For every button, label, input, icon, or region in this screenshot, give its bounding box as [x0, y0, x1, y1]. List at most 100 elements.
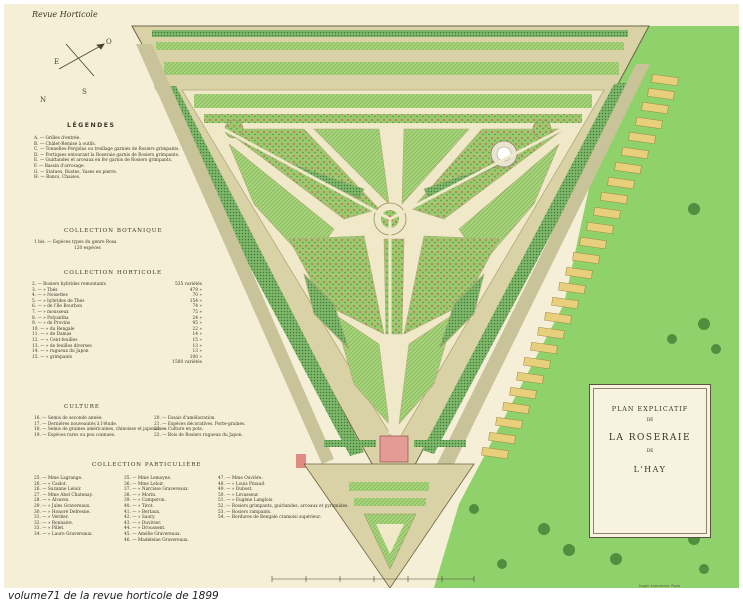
collection-particuliere-item: 49. — » Dubost.: [218, 487, 253, 493]
horticole-row-label: 13. — » de feuilles diverses: [32, 343, 92, 349]
culture-item: 23. — Bois de Rosiers rugueux du Japon.: [154, 432, 243, 438]
collection-particuliere-item: 44. — » Droussent.: [124, 526, 166, 532]
horticole-row-count: 22 »: [192, 326, 202, 332]
compass-rose: [58, 43, 105, 77]
collection-particuliere-item: 33. — » Pillet.: [34, 526, 65, 532]
cartouche-line-4: DE: [646, 449, 654, 454]
horticole-row: 12. — » Cent-feuilles 15 »: [32, 338, 202, 344]
right-outer-strip: [436, 64, 650, 474]
horticole-row-count: 15 »: [192, 337, 202, 343]
collection-particuliere-item: 53. — Rosiers rampants.: [218, 509, 272, 515]
pink-plot: [296, 454, 306, 468]
legend-item: A. — Grilles d'entrée.: [34, 136, 81, 141]
horticole-row-count: 95 »: [192, 321, 202, 327]
culture-item: 18. — Semis de graines américaines, chin…: [34, 427, 168, 433]
horticole-row-label: 12. — » Cent-feuilles: [32, 337, 78, 343]
horticole-row-count: 24 »: [192, 315, 202, 321]
horticole-row-count: 479 »: [189, 287, 202, 293]
culture-title: CULTURE: [64, 404, 100, 410]
collection-particuliere-item: 27. — Mme Abel Chatenay.: [34, 492, 93, 498]
horticole-row-label: 8. — » Polyantha: [32, 315, 69, 321]
legend-item: F. — Bassin d'arrosage.: [34, 163, 85, 169]
collection-particuliere-item: 50. — » Levasseur.: [218, 492, 259, 498]
legend-item: C. — Tonnelles-Pergolas ou treillage gar…: [34, 147, 180, 153]
collection-particuliere-item: 28. — » Alvarez.: [34, 498, 70, 504]
collection-particuliere-item: 42. — » Saury.: [124, 515, 156, 521]
scale-bar: [271, 576, 475, 582]
collection-particuliere-col1: 25. — Mme Lagrange.26. — » Caslot.26. — …: [34, 476, 93, 538]
culture-item: 16. — Semis de seconde année.: [34, 416, 103, 421]
top-bed-strip-2: [156, 42, 624, 50]
horticole-row-label: 14. — » rugueux du Japon: [32, 349, 89, 355]
collection-particuliere-item: 32. — » Bonnaire.: [34, 520, 74, 526]
horticole-row: 10. — » du Bengale 22 »: [32, 327, 202, 333]
collection-horticole-title: COLLECTION HORTICOLE: [64, 270, 163, 276]
collection-botanique-line: 120 espèces: [74, 245, 101, 251]
collection-particuliere-item: 45. — Amélie Gravereaux.: [124, 531, 181, 537]
horticole-row-count: 100 »: [189, 354, 202, 360]
title-cartouche: PLAN EXPLICATIF DE LA ROSERAIE DE L'HAY: [589, 384, 711, 538]
compass-label-o: O: [106, 38, 112, 46]
lower-bed-2: [354, 498, 426, 506]
cartouche-line-1: PLAN EXPLICATIF: [611, 405, 689, 413]
collection-particuliere-item: 26. — Suzanne Leloir.: [34, 487, 82, 493]
horticole-row-label: 6. — » de l'Ile Bourbon: [32, 304, 82, 310]
collection-botanique-title: COLLECTION BOTANIQUE: [64, 228, 163, 234]
cartouche-line-2: DE: [646, 418, 654, 423]
entrance-hedge-left: [324, 440, 376, 447]
horticole-row: 3. — » Thés 479 »: [32, 288, 202, 294]
culture-item: 19. — Espèces rares ou peu connues.: [34, 432, 116, 438]
horticole-row-label: 7. — » mousseux: [32, 309, 69, 315]
horticole-row-count: 74 »: [192, 304, 202, 310]
printer-credit: Impie Lemercier. Paris: [639, 584, 681, 588]
culture-item: 17. — Dernières nouveautés à l'étude.: [34, 421, 118, 427]
horticole-row-label: 3. — » Thés: [32, 287, 58, 293]
collection-particuliere-item: 51. — » Eugène Langlois.: [218, 498, 274, 504]
culture-item: 22. — Culture en pots.: [154, 427, 204, 433]
image-caption: volume71 de la revue horticole de 1899: [8, 590, 219, 602]
collection-botanique-body: 1 bis. — Espèces types du genre Rosa 120…: [34, 240, 117, 251]
horticole-row-label: 10. — » du Bengale: [32, 326, 75, 332]
top-bed-strip-3: [164, 62, 619, 75]
journal-title: Revue Horticole: [32, 10, 98, 19]
collection-particuliere-item: 38. — » Morin.: [124, 492, 157, 498]
collection-particuliere-item: 25. — Mme Lagrange.: [34, 476, 83, 481]
culture-right-list: 20. — Essais d'amélioration. 21. — Espèc…: [154, 416, 246, 438]
horticole-row-count: 154 »: [189, 298, 202, 304]
horticole-row-label: 5. — » hybrides de Thés: [32, 298, 85, 304]
horticole-row-count: 14 »: [192, 332, 202, 338]
culture-plots: [481, 73, 679, 460]
collection-particuliere-item: 31. — » Verdier.: [34, 515, 69, 521]
entrance-square: [379, 435, 409, 463]
collection-particuliere-item: 36. — Mme Leloir.: [124, 481, 164, 487]
lower-bed-1: [349, 482, 429, 491]
collection-particuliere-item: 40. — » Tirot.: [124, 503, 154, 509]
collection-particuliere-item: 35. — Mme Lemoyne.: [124, 476, 172, 481]
cartouche-line-5: L'HAY: [633, 465, 667, 474]
lawn-trees: [469, 203, 721, 574]
horticole-row-count: 535 variétés: [174, 282, 202, 287]
collection-particuliere-item: 30. — » Honoré Defresne.: [34, 509, 91, 515]
collection-particuliere-item: 46. — Madeleine Gravereaux.: [124, 537, 189, 543]
horticole-row: 11. — » de Damas 14 »: [32, 332, 202, 338]
map-plate: E N O S Revue Horticole LÉGENDES A. — Gr…: [4, 4, 739, 588]
collection-particuliere-item: 52. — Rosiers grimpants, guirlandes, arc…: [218, 503, 349, 509]
lower-bed-4: [376, 524, 404, 554]
top-bed-strip-1: [152, 30, 628, 37]
legend-item: D. — Portiques entourant la Roseraie gar…: [34, 152, 180, 158]
collection-particuliere-item: 47. — Mme Ouvière.: [218, 476, 263, 481]
legend-item: E. — Guirlandes et arceaux en fer garnis…: [34, 158, 173, 164]
legend-title: LÉGENDES: [67, 122, 116, 129]
inner-top-beds-2: [204, 114, 582, 123]
collection-particuliere-item: 54. — Bordures de Bengale cramoisi supér…: [218, 515, 322, 521]
horticole-row-label: 11. — » de Damas: [32, 332, 72, 338]
left-outer-strip: [136, 44, 334, 464]
collection-particuliere-col2: 35. — Mme Lemoyne.36. — Mme Leloir.37. —…: [124, 476, 189, 543]
